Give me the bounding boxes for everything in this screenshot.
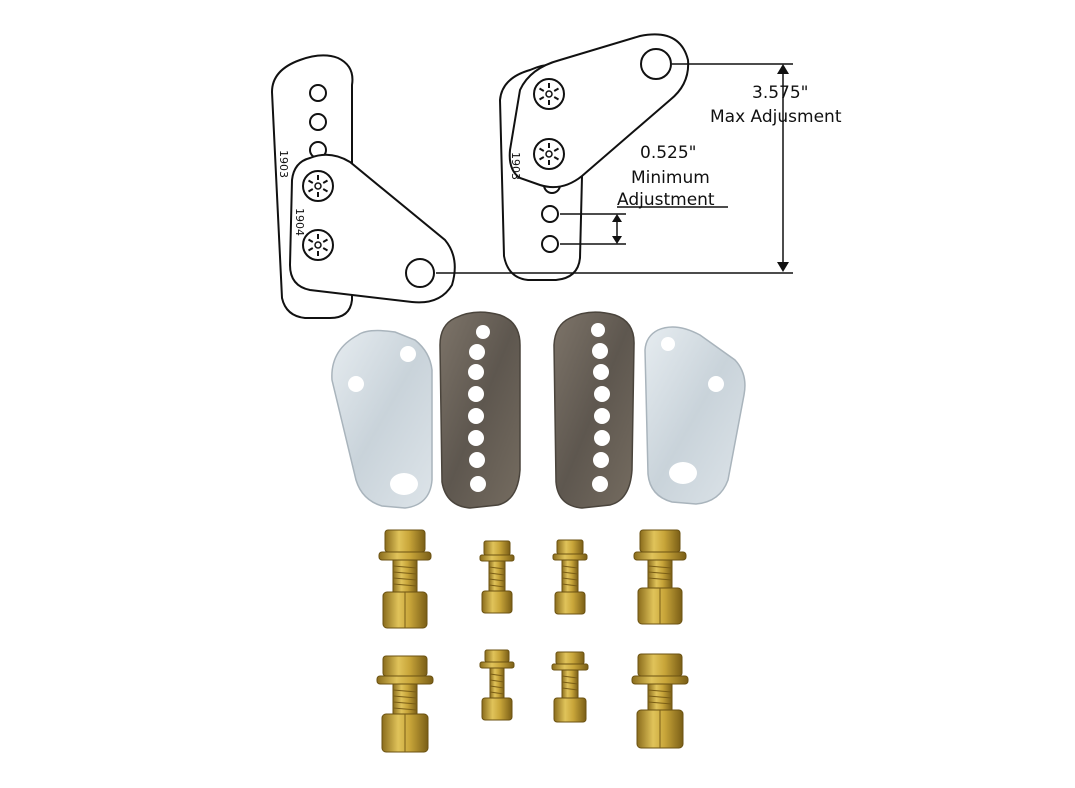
zinc-plate-left <box>331 329 433 509</box>
min-adjustment-value: 0.525" <box>640 143 697 163</box>
max-adjustment-label: Max Adjusment <box>710 107 842 127</box>
small-bolt <box>479 540 515 614</box>
zinc-plate-right <box>644 326 746 505</box>
small-bolt <box>479 649 515 721</box>
bracket-diagram: 1903 1904 1903 <box>270 33 793 319</box>
max-adjustment-value: 3.575" <box>752 83 809 103</box>
large-bolt <box>633 529 687 625</box>
left-back-plate-number: 1903 <box>277 150 290 178</box>
steel-plate-right <box>553 311 635 509</box>
min-adjustment-label-line2: Adjustment <box>617 190 715 210</box>
large-bolt <box>631 653 689 749</box>
small-bolt <box>551 651 589 723</box>
right-front-plate <box>508 33 690 189</box>
left-front-plate-number: 1904 <box>293 208 306 236</box>
bolts-photo <box>376 529 689 753</box>
large-bolt <box>376 655 434 753</box>
plates-photo <box>331 311 746 509</box>
small-bolt <box>552 539 588 615</box>
large-bolt <box>378 529 432 629</box>
min-adjustment-label-line1: Minimum <box>631 168 710 188</box>
right-plate-number: 1903 <box>509 152 522 180</box>
